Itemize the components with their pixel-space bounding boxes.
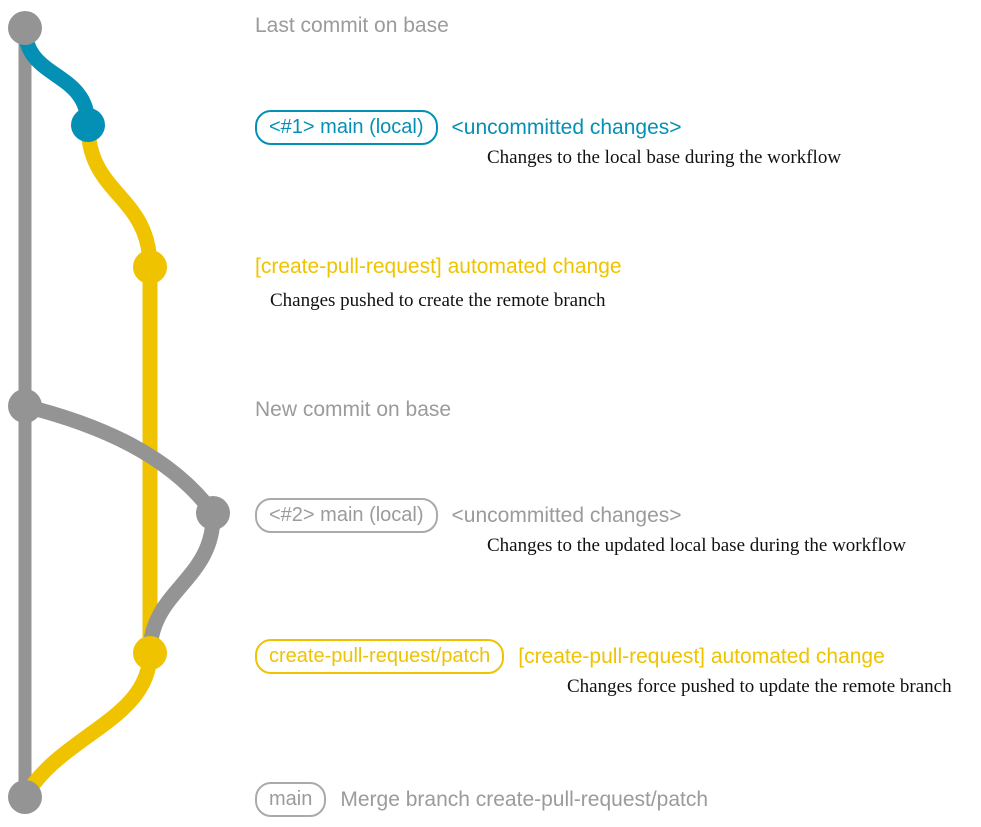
commit-note-patch-2: Changes force pushed to update the remot… xyxy=(567,676,952,697)
commit-node-patch-1[interactable] xyxy=(133,250,167,284)
ref-badge-create-pull-request-patch[interactable]: create-pull-request/patch xyxy=(255,639,505,674)
patch-branch-line-yellow-top xyxy=(80,117,158,275)
commit-node-local-2[interactable] xyxy=(196,496,230,530)
commit-subject-patch-2: [create-pull-request] automated change xyxy=(518,644,885,668)
commit-subject-last-base: Last commit on base xyxy=(255,14,449,37)
commit-note-patch-1: Changes pushed to create the remote bran… xyxy=(270,290,606,311)
commit-subject-local-2: <uncommitted changes> xyxy=(451,503,682,527)
commit-node-merge[interactable] xyxy=(8,780,42,814)
commit-row-local-2: <#2> main (local) <uncommitted changes> xyxy=(255,498,682,533)
commit-subject-patch-1: [create-pull-request] automated change xyxy=(255,255,622,278)
commit-node-base-last[interactable] xyxy=(8,11,42,45)
ref-badge-main[interactable]: main xyxy=(255,782,327,817)
commit-node-patch-2[interactable] xyxy=(133,636,167,670)
commit-subject-merge: Merge branch create-pull-request/patch xyxy=(340,787,709,811)
ref-badge-main-local-1[interactable]: <#1> main (local) xyxy=(255,110,438,145)
commit-subject-local-1: <uncommitted changes> xyxy=(451,115,682,139)
updated-local-branch-line xyxy=(17,398,221,521)
commit-note-local-1: Changes to the local base during the wor… xyxy=(487,147,842,168)
commit-node-local-1[interactable] xyxy=(71,108,105,142)
commit-node-base-new[interactable] xyxy=(8,389,42,423)
ref-badge-main-local-2[interactable]: <#2> main (local) xyxy=(255,498,438,533)
patch-merge-line xyxy=(17,645,158,805)
commit-row-local-1: <#1> main (local) <uncommitted changes> xyxy=(255,110,682,145)
commit-row-patch-2: create-pull-request/patch [create-pull-r… xyxy=(255,639,885,674)
updated-local-to-patch-line xyxy=(142,505,221,661)
commit-row-patch-1: [create-pull-request] automated change xyxy=(255,255,622,279)
commit-subject-new-base: New commit on base xyxy=(255,398,452,421)
commit-note-local-2: Changes to the updated local base during… xyxy=(487,535,906,556)
local-branch-line-blue xyxy=(17,20,96,133)
commit-row-merge: main Merge branch create-pull-request/pa… xyxy=(255,782,708,817)
